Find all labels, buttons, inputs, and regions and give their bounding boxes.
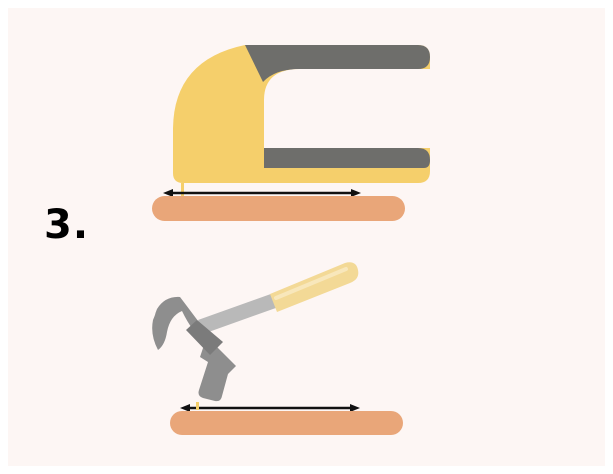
stapler-icon — [173, 45, 430, 197]
top-board — [152, 196, 405, 221]
bottom-board — [170, 411, 403, 435]
stapler-gap — [264, 69, 430, 148]
step-number: 3. — [44, 205, 89, 245]
top-guide-line — [163, 189, 361, 197]
stapler-base-dark — [264, 148, 430, 168]
hammer-icon — [152, 262, 358, 401]
staple-leg — [181, 183, 184, 197]
bottom-guide-line — [180, 402, 360, 412]
